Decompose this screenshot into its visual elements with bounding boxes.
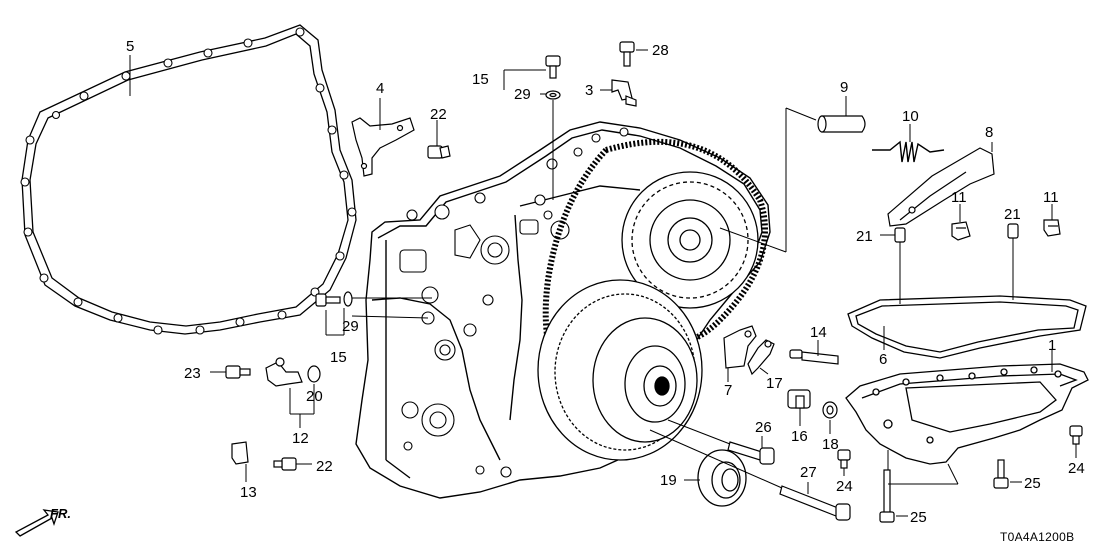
callout-29-left: 29	[342, 318, 359, 335]
bolt-15-left	[315, 291, 353, 307]
magnet-21-left	[894, 227, 906, 243]
leader-9-case	[719, 107, 817, 253]
bolt-14-part	[789, 349, 839, 365]
callout-11-right: 11	[1043, 189, 1059, 206]
callout-26: 26	[755, 419, 772, 436]
callout-25-right: 25	[1024, 475, 1041, 492]
callout-19: 19	[660, 472, 677, 489]
callout-9: 9	[840, 79, 848, 96]
upper-sprocket	[621, 171, 759, 309]
callout-18: 18	[822, 436, 839, 453]
sensor-12-part	[225, 357, 321, 387]
callout-29-top: 29	[514, 86, 531, 103]
oil-seal-19-part	[697, 449, 747, 507]
bolt-25-right	[993, 459, 1009, 489]
bolt-15-top	[545, 55, 561, 100]
diagram-code: T0A4A1200B	[1000, 530, 1074, 544]
callout-21-right: 21	[1004, 206, 1021, 223]
bolt-24-right	[1069, 425, 1083, 445]
callout-4: 4	[376, 80, 384, 97]
callout-5: 5	[126, 38, 134, 55]
bolt-26-part	[727, 441, 775, 465]
front-direction-label: FR.	[50, 506, 71, 521]
gasket-part	[21, 24, 357, 335]
callout-11-left: 11	[951, 189, 967, 206]
plug-16-part	[787, 389, 811, 409]
callout-28: 28	[652, 42, 669, 59]
callout-24-mid: 24	[836, 478, 853, 495]
callout-16: 16	[791, 428, 808, 445]
callout-14: 14	[810, 324, 827, 341]
leader-line	[667, 419, 731, 445]
callout-22-bottom: 22	[316, 458, 333, 475]
callout-10: 10	[902, 108, 919, 125]
bolt-25-left	[879, 469, 895, 523]
bolt-22-top	[427, 145, 451, 159]
leader-line	[759, 367, 769, 375]
leader-line	[649, 429, 783, 489]
callout-20: 20	[306, 388, 323, 405]
front-direction-arrow	[14, 509, 59, 537]
callout-7: 7	[724, 382, 732, 399]
callout-27: 27	[800, 464, 817, 481]
bolt-28	[619, 41, 635, 67]
lever-8-part	[887, 147, 995, 227]
callout-17: 17	[766, 375, 783, 392]
callout-12: 12	[292, 430, 309, 447]
callout-21-left: 21	[856, 228, 873, 245]
callout-23: 23	[184, 365, 201, 382]
callout-24-right: 24	[1068, 460, 1085, 477]
callout-13: 13	[240, 484, 257, 501]
leader-15-29-top	[503, 69, 554, 200]
bolt-24-mid	[837, 449, 851, 469]
bolt-27-part	[779, 485, 851, 521]
leader-15-29-left	[325, 297, 432, 336]
clip-3	[611, 79, 637, 107]
callout-labels: 1 3 4 5 6 7 8 9 10 11 11 12 13 14 15 15 …	[126, 38, 1085, 526]
callout-22-top: 22	[430, 106, 447, 123]
clip-11-right	[1043, 219, 1061, 237]
pan-gasket-part	[847, 295, 1087, 359]
oil-pan-part	[845, 363, 1089, 465]
callout-15-left: 15	[330, 349, 347, 366]
gasket-bolt-holes	[20, 27, 357, 335]
callout-3: 3	[585, 82, 593, 99]
leader-25-pan	[887, 450, 959, 485]
callout-8: 8	[985, 124, 993, 141]
bracket-4-part	[351, 117, 415, 177]
clip-11-left	[951, 221, 971, 241]
washer-18-part	[822, 401, 838, 419]
magnet-21-right	[1007, 223, 1019, 239]
callout-1: 1	[1048, 337, 1056, 354]
bracket-13-part	[231, 441, 297, 471]
leader-12-20	[210, 371, 315, 428]
bracket-17-part	[747, 339, 775, 376]
shaft-9-part	[817, 115, 866, 133]
lower-clutch-drum	[537, 279, 703, 461]
callout-6: 6	[879, 351, 887, 368]
bracket-7-part	[723, 325, 757, 369]
spring-10-part	[872, 140, 945, 163]
case-details	[399, 127, 629, 478]
callout-15-top: 15	[472, 71, 489, 88]
callout-25-left: 25	[910, 509, 927, 526]
